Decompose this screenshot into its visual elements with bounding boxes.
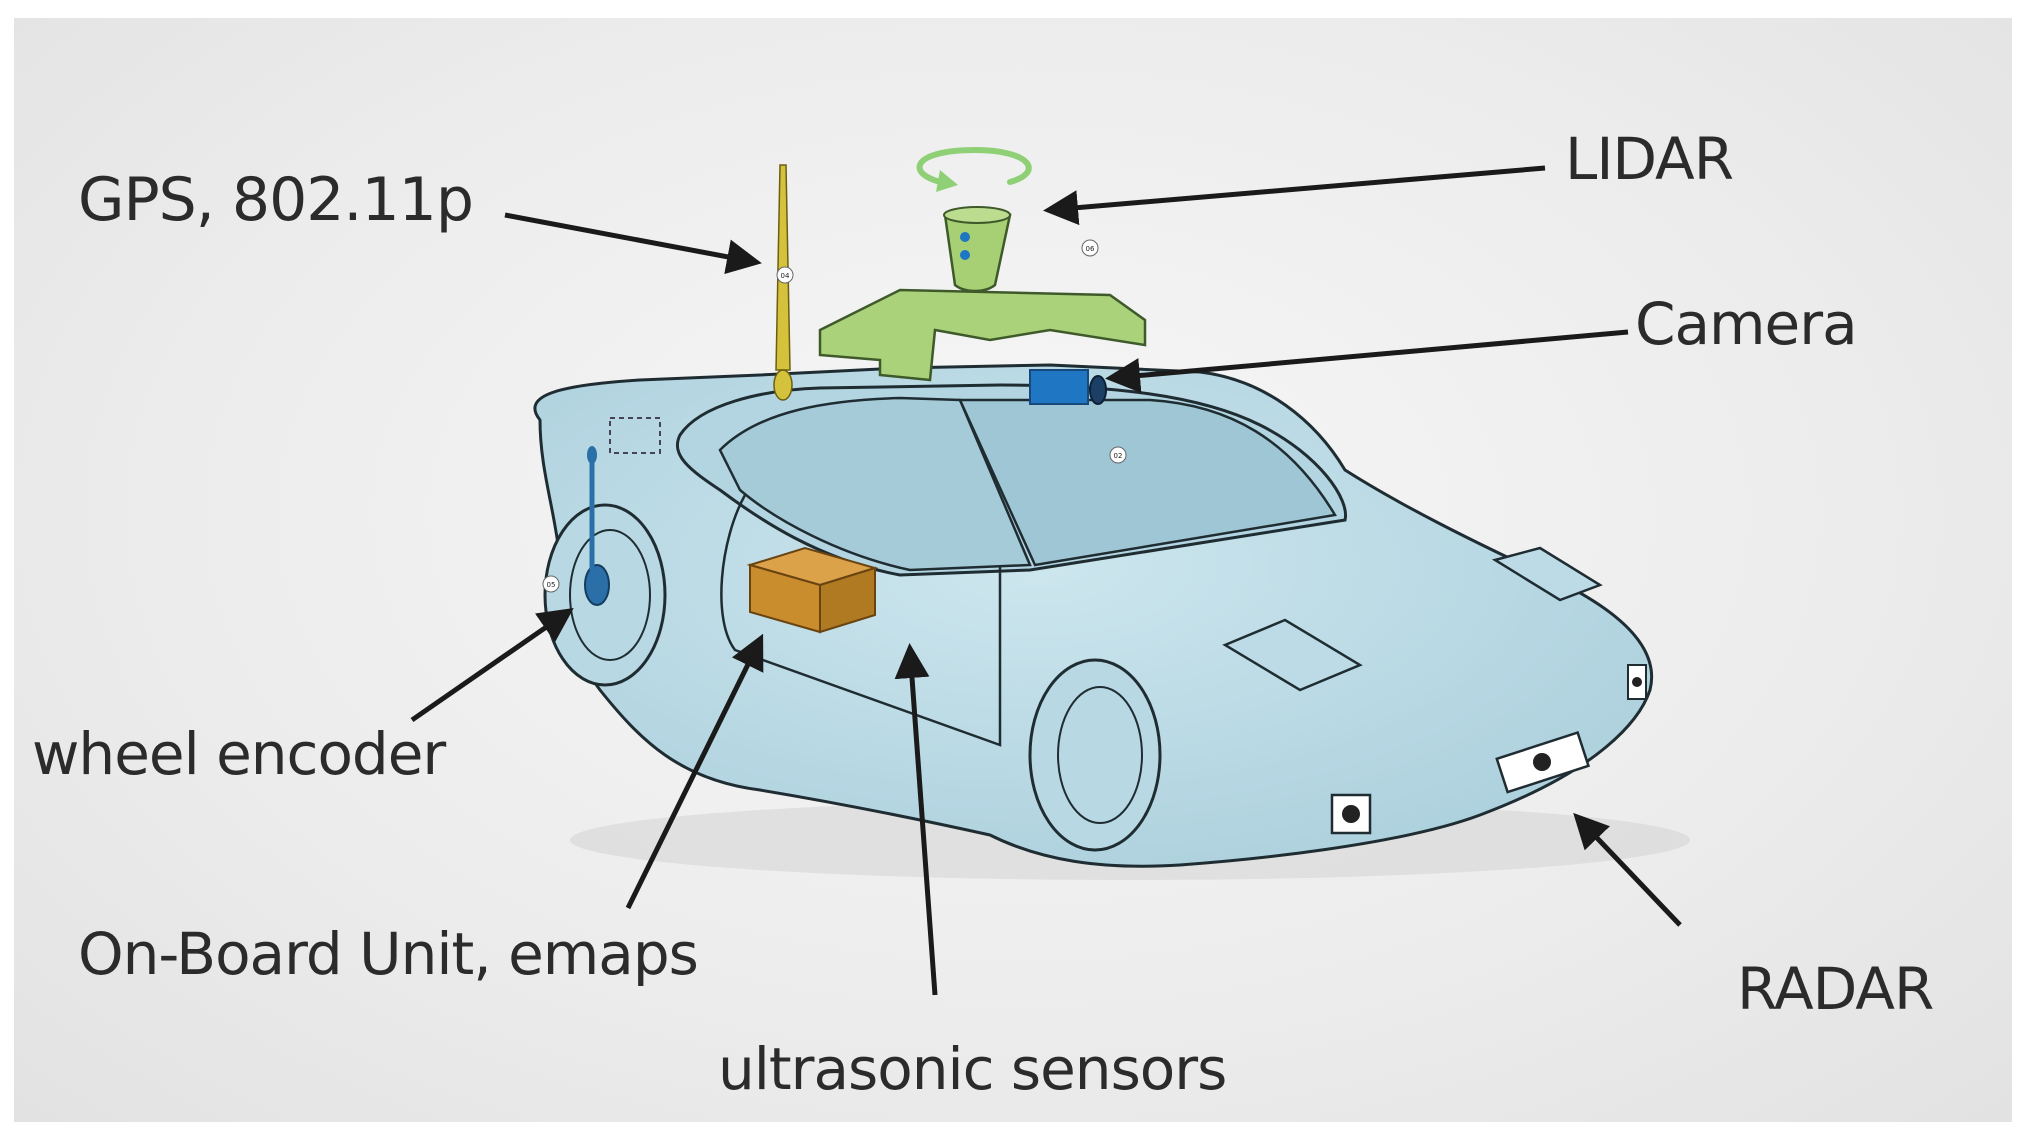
- arrow-gps: [504, 212, 762, 275]
- svg-text:06: 06: [1086, 245, 1095, 253]
- roof-rack: [818, 288, 1147, 382]
- ultrasonic-sensor-corner-lens: [1632, 677, 1642, 687]
- lidar-lens-2: [960, 250, 970, 260]
- camera-lens: [1089, 375, 1107, 405]
- svg-text:04: 04: [781, 272, 790, 280]
- tag-wheel: 05: [542, 575, 560, 593]
- arrow-wheel-encoder: [410, 608, 574, 723]
- lidar-lens-1: [960, 232, 970, 242]
- arrow-camera: [1105, 329, 1629, 393]
- lidar-rotation-arrowhead: [936, 170, 958, 192]
- lidar-unit: [943, 213, 1012, 293]
- tag-lidar: 06: [1081, 239, 1099, 257]
- lidar-top: [943, 206, 1011, 224]
- label-wheel-encoder: wheel encoder: [32, 720, 446, 788]
- wheel-encoder: [584, 564, 610, 606]
- onboard-unit-side: [819, 566, 876, 634]
- rear-wheel-hub: [569, 529, 651, 661]
- label-lidar: LIDAR: [1565, 125, 1734, 193]
- svg-text:05: 05: [547, 581, 556, 589]
- front-wheel-hub: [1057, 686, 1143, 824]
- wheel-encoder-knob: [587, 446, 597, 464]
- label-radar: RADAR: [1737, 955, 1934, 1023]
- front-wheel: [1028, 658, 1162, 852]
- label-onboard-unit: On-Board Unit, emaps: [78, 920, 699, 988]
- ultrasonic-sensor-front-lens: [1342, 805, 1360, 823]
- tag-antenna: 04: [776, 266, 794, 284]
- radar-sensor: [1533, 753, 1551, 771]
- rear-sensor-outline: [609, 417, 661, 454]
- arrow-radar: [1573, 812, 1682, 927]
- arrow-lidar: [1043, 165, 1546, 226]
- label-ultrasonic: ultrasonic sensors: [718, 1035, 1227, 1103]
- label-camera: Camera: [1635, 290, 1858, 358]
- arrow-onboard-unit: [625, 633, 764, 910]
- svg-text:02: 02: [1114, 452, 1123, 460]
- camera-unit: [1029, 369, 1089, 405]
- windshield: [958, 398, 1338, 567]
- gps-antenna-base: [773, 369, 793, 401]
- side-window: [718, 396, 1032, 572]
- arrow-ultrasonic: [894, 643, 938, 996]
- lidar-rotation-arrow: [916, 146, 1032, 186]
- tag-camera: 02: [1109, 446, 1127, 464]
- hood-vent-left: [1222, 618, 1363, 692]
- label-gps: GPS, 802.11p: [78, 165, 474, 235]
- hood-vent-right: [1491, 546, 1603, 602]
